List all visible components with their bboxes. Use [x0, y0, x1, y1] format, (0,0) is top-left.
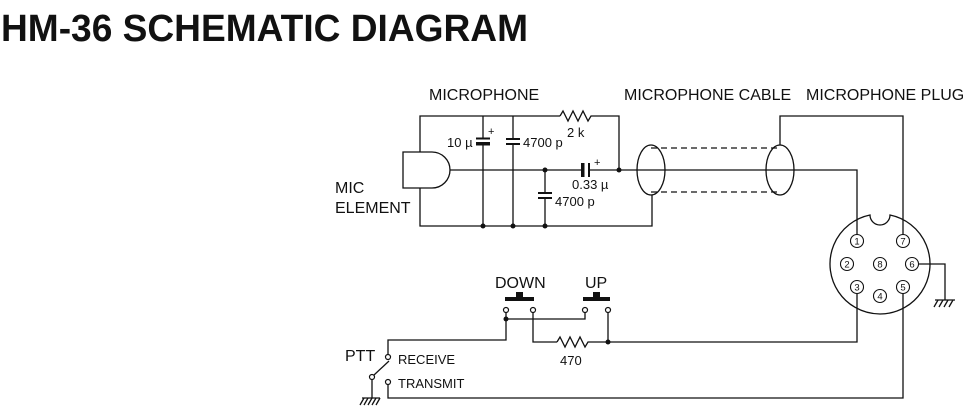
plug-pin-8-number: 8 — [877, 259, 882, 270]
ptt-transmit-label: TRANSMIT — [398, 376, 465, 391]
switch-down-contact-right — [529, 306, 537, 314]
plug-pin-7-number: 7 — [900, 236, 905, 247]
junction-dot — [616, 167, 622, 173]
ground-hatch — [933, 299, 939, 308]
plug-pin-6-number: 6 — [909, 259, 914, 270]
plug-pin-3: 3 — [849, 279, 865, 295]
switch-up-stem — [593, 292, 600, 297]
switch-up — [581, 292, 612, 314]
page-title: HM-36 SCHEMATIC DIAGRAM — [1, 8, 528, 50]
wire-shield-to-pin-7 — [779, 115, 904, 235]
up-down-switches: DOWN UP 470 — [387, 275, 858, 368]
ground-hatch — [948, 299, 954, 308]
switch-up-bar — [583, 297, 610, 301]
section-label-microphone: MICROPHONE — [429, 87, 539, 104]
ptt-contact-transmit — [384, 378, 392, 386]
mic-element-label-line2: ELEMENT — [335, 200, 411, 217]
capacitor-10u: + — [476, 116, 494, 226]
ptt-pivot — [368, 373, 376, 381]
plug-pin-4-ring — [872, 288, 888, 304]
wire-switch-common — [506, 312, 586, 320]
wire-to-pin-3 — [590, 293, 858, 343]
cable-shield-left-end — [636, 144, 666, 196]
plug-pin-4: 4 — [872, 288, 888, 304]
ptt-contact-receive — [384, 353, 392, 361]
plug-pin-5: 5 — [895, 279, 911, 295]
junction-dot — [503, 316, 509, 322]
capacitor-10u-value: 10 µ — [447, 135, 473, 150]
capacitor-4700p-lower — [538, 170, 552, 226]
ground-hatch — [367, 397, 373, 406]
ptt-switch: PTT RECEIVE TRANSMIT — [345, 293, 904, 406]
plug-pin-4-number: 4 — [877, 291, 882, 302]
wire-mic-signal-out — [589, 169, 858, 235]
plug-pin-1: 1 — [849, 233, 865, 249]
capacitor-4700p-lower-value: 4700 p — [555, 194, 595, 209]
ground-symbol-left — [359, 397, 381, 406]
switch-up-contact-right — [604, 306, 612, 314]
resistor-470 — [556, 335, 590, 349]
ptt-receive-label: RECEIVE — [398, 352, 455, 367]
capacitor-4700p-upper — [506, 116, 520, 226]
capacitor-033u-plate-negative — [581, 163, 585, 177]
ground-hatch — [371, 397, 377, 406]
capacitor-033u-value: 0.33 µ — [572, 177, 609, 192]
junction-dot — [542, 167, 548, 173]
ground-symbol-right — [933, 299, 955, 308]
plug-pin-2: 2 — [839, 256, 855, 272]
switch-down-contact-left — [502, 306, 510, 314]
mic-element-label-line1: MIC — [335, 180, 364, 197]
plug-pin-7-ring — [895, 233, 911, 249]
mic-element — [402, 151, 451, 189]
ground-hatch — [359, 397, 365, 406]
plug-pin-2-number: 2 — [844, 259, 849, 270]
wire-down-to-resistor — [532, 312, 557, 343]
resistor-2k — [559, 109, 592, 123]
junction-dot — [480, 223, 486, 229]
ground-hatch — [363, 397, 369, 406]
plug-pin-1-ring — [849, 233, 865, 249]
wire-pin-6-ground — [918, 263, 946, 300]
microphone-cable — [636, 115, 904, 235]
section-label-microphone-cable: MICROPHONE CABLE — [624, 87, 791, 104]
switch-up-contact-left — [581, 306, 589, 314]
switch-down-stem — [516, 292, 523, 297]
ground-hatch — [938, 299, 944, 308]
section-label-microphone-plug: MICROPHONE PLUG — [806, 87, 964, 104]
capacitor-033u-polarity: + — [594, 157, 600, 169]
resistor-470-value: 470 — [560, 353, 582, 368]
switch-down — [502, 292, 537, 314]
wire-transmit-to-pin-5 — [387, 293, 904, 399]
junction-dot — [510, 223, 516, 229]
ground-hatch — [943, 299, 949, 308]
wire-ground-rail — [419, 188, 653, 227]
ptt-lever — [373, 360, 390, 376]
plug-outline — [829, 214, 931, 315]
plug-pin-1-number: 1 — [854, 236, 859, 247]
capacitor-4700p-upper-value: 4700 p — [523, 135, 563, 150]
capacitor-10u-polarity: + — [488, 126, 494, 138]
switch-down-label: DOWN — [495, 275, 546, 292]
plug-pin-7: 7 — [895, 233, 911, 249]
plug-pin-6: 6 — [904, 256, 920, 272]
ptt-label: PTT — [345, 348, 375, 365]
resistor-2k-value: 2 k — [567, 125, 585, 140]
junction-dot — [605, 339, 611, 345]
plug-pin-8-ring — [872, 256, 888, 272]
plug-pin-2-ring — [839, 256, 855, 272]
plug-pin-3-number: 3 — [854, 282, 859, 293]
switch-down-bar — [505, 297, 534, 301]
plug-pin-8: 8 — [872, 256, 888, 272]
microphone-plug: 1 2 3 4 5 6 7 8 — [829, 214, 955, 315]
plug-pin-5-number: 5 — [900, 282, 905, 293]
junction-dot — [542, 223, 548, 229]
wire-common-to-receive — [387, 312, 507, 355]
capacitor-10u-plate-negative — [476, 142, 490, 146]
capacitor-033u: + — [581, 157, 600, 177]
microphone-circuit: 2 k MIC ELEMENT + 10 µ 4700 p — [335, 109, 858, 235]
switch-up-label: UP — [585, 275, 607, 292]
ground-hatch — [375, 397, 381, 406]
